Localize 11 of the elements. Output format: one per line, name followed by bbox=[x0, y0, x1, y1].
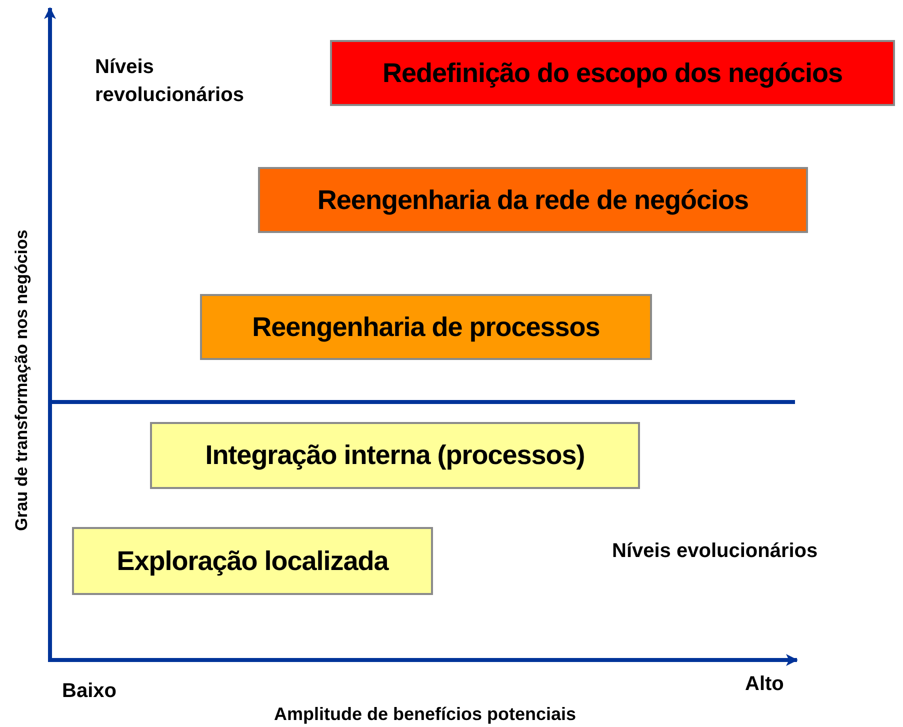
level-box: Reengenharia da rede de negócios bbox=[258, 167, 808, 233]
level-box: Exploração localizada bbox=[72, 527, 433, 595]
level-label: Níveis revolucionários bbox=[95, 55, 245, 108]
level-box: Integração interna (processos) bbox=[150, 422, 640, 489]
axis-title: Amplitude de benefícios potenciais bbox=[272, 704, 578, 725]
axis-end-label: Alto bbox=[745, 673, 785, 696]
axis-title: Grau de transformação nos negócios bbox=[12, 228, 32, 533]
level-label: Níveis evolucionários bbox=[612, 539, 819, 564]
axis-end-label: Baixo bbox=[62, 680, 118, 703]
level-box: Reengenharia de processos bbox=[200, 294, 652, 360]
level-box: Redefinição do escopo dos negócios bbox=[330, 40, 895, 106]
